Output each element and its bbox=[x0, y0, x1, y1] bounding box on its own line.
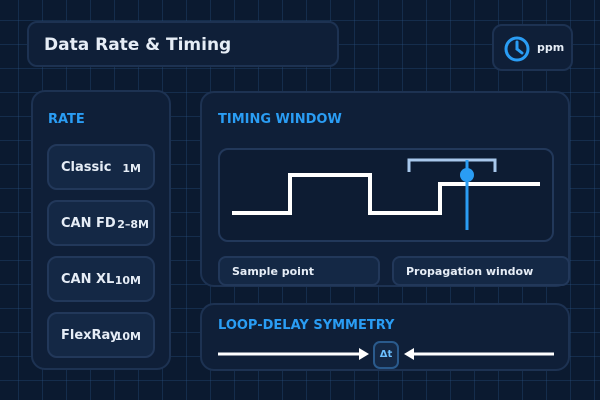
ppm-label: ppm bbox=[537, 41, 565, 54]
rate-option-can-fd[interactable]: CAN FD 2–8M bbox=[47, 200, 155, 246]
page-title: Data Rate & Timing bbox=[44, 35, 232, 55]
rate-option-value: 10M bbox=[114, 330, 141, 343]
rate-panel: RATE Classic 1M CAN FD 2–8M CAN XL 10M F… bbox=[31, 90, 171, 370]
timing-heading: TIMING WINDOW bbox=[218, 112, 342, 127]
rate-option-flexray[interactable]: FlexRay 10M bbox=[47, 312, 155, 358]
signal-waveform bbox=[232, 173, 540, 215]
left-arrow-head bbox=[359, 348, 369, 360]
rate-option-classic[interactable]: Classic 1M bbox=[47, 144, 155, 190]
rate-option-name: CAN XL bbox=[61, 272, 115, 287]
right-arrow-head bbox=[404, 348, 414, 360]
propagation-window-label: Propagation window bbox=[406, 265, 534, 278]
sample-point-label: Sample point bbox=[232, 265, 315, 278]
rate-heading: RATE bbox=[48, 112, 85, 127]
symmetry-arrows bbox=[218, 348, 554, 360]
sample-point-dot bbox=[460, 168, 474, 182]
propagation-bracket bbox=[407, 158, 497, 172]
delta-t-label: Δt bbox=[379, 349, 393, 360]
ppm-button[interactable]: ppm bbox=[492, 24, 573, 71]
rate-option-value: 10M bbox=[114, 274, 141, 287]
rate-option-name: CAN FD bbox=[61, 216, 116, 231]
rate-option-value: 1M bbox=[122, 162, 141, 175]
loop-heading: LOOP-DELAY SYMMETRY bbox=[218, 318, 395, 333]
rate-option-can-xl[interactable]: CAN XL 10M bbox=[47, 256, 155, 302]
waveform-display bbox=[218, 148, 554, 242]
title-panel: Data Rate & Timing bbox=[27, 21, 339, 67]
delta-t-badge: Δt bbox=[373, 341, 399, 369]
sample-point-pill[interactable]: Sample point bbox=[218, 256, 380, 286]
rate-option-value: 2–8M bbox=[117, 218, 149, 231]
rate-option-name: FlexRay bbox=[61, 328, 119, 343]
loop-delay-panel: LOOP-DELAY SYMMETRY Δt bbox=[200, 303, 570, 371]
timing-window-panel: TIMING WINDOW Sample point Propagation w… bbox=[200, 91, 570, 287]
rate-option-name: Classic bbox=[61, 160, 112, 175]
propagation-window-pill[interactable]: Propagation window bbox=[392, 256, 570, 286]
waveform bbox=[232, 158, 540, 230]
clock-icon bbox=[504, 36, 530, 62]
